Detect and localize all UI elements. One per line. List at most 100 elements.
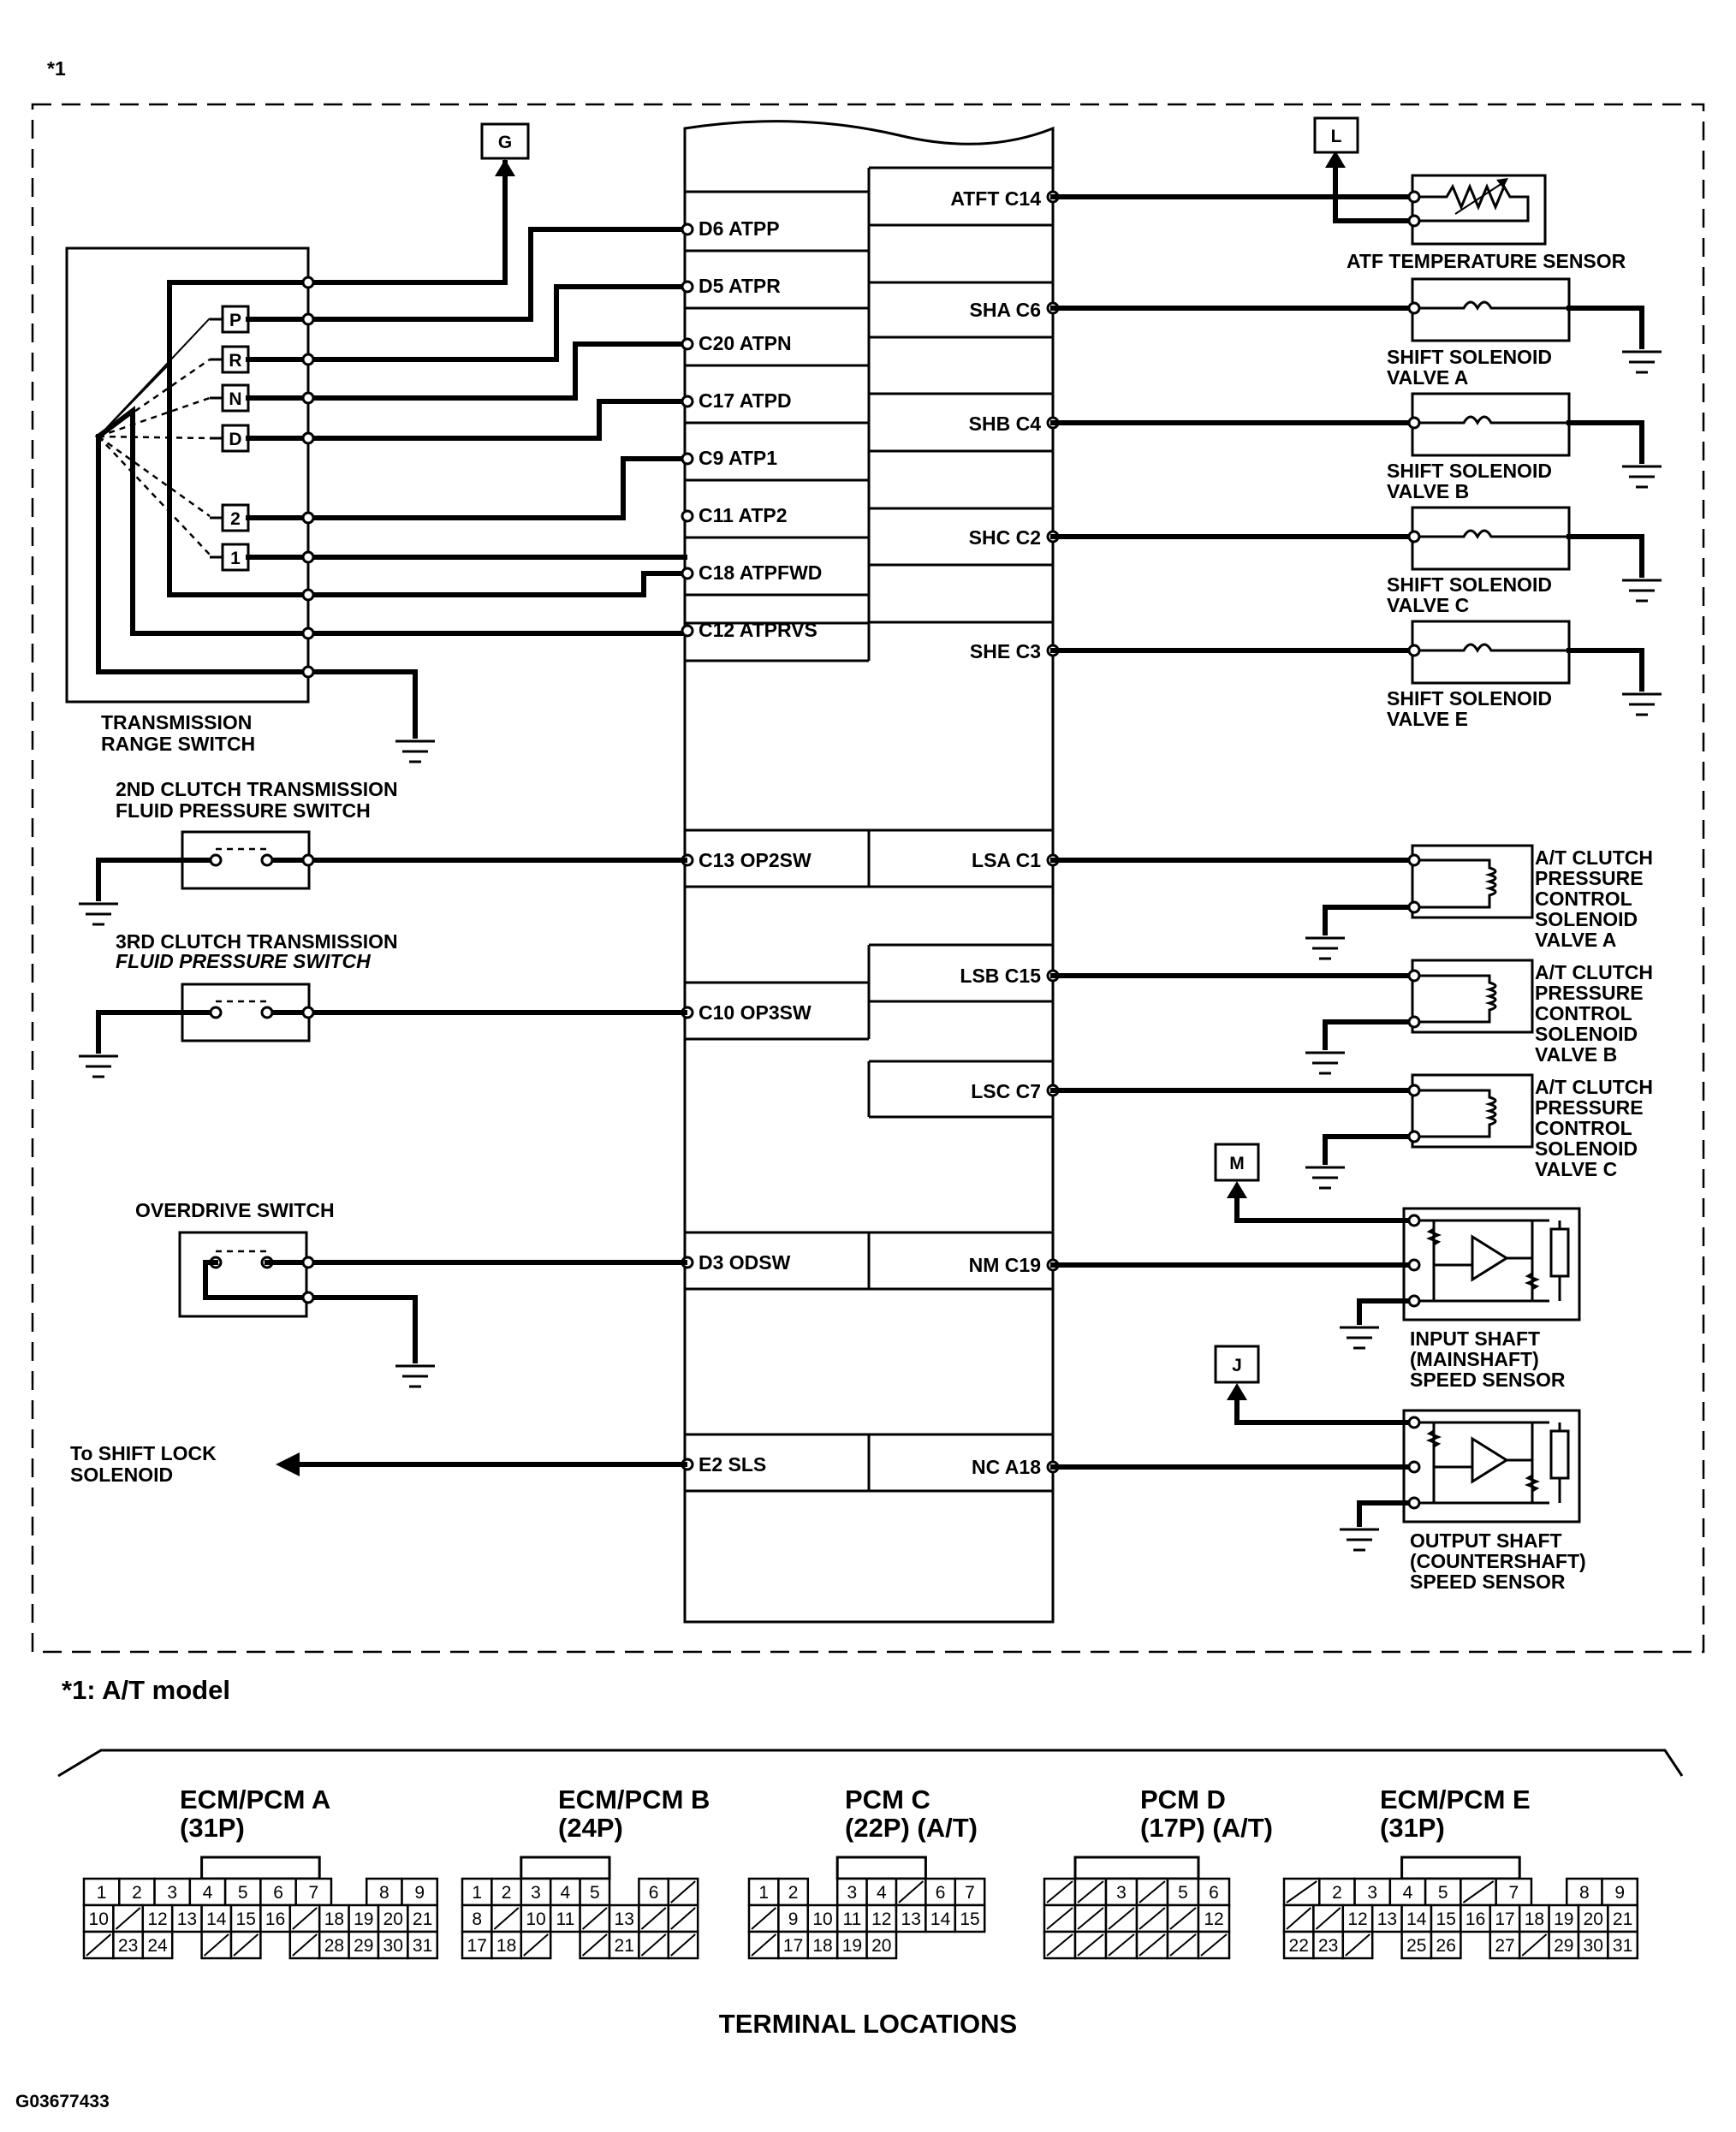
terminal-number: 18: [496, 1936, 516, 1956]
input-shaft-speed-sensor: INPUT SHAFT (MAINSHAFT) SPEED SENSOR: [1050, 1196, 1581, 1391]
range-p: P: [229, 311, 241, 330]
shift-lock-output: To SHIFT LOCK SOLENOID: [70, 1442, 687, 1486]
pc-solenoid-c: A/T CLUTCH PRESSURE CONTROL SOLENOID VAL…: [1050, 1073, 1653, 1190]
terminal-number: 29: [354, 1936, 373, 1956]
terminal-number: 9: [788, 1909, 799, 1929]
pc-b-label-4: SOLENOID: [1535, 1023, 1638, 1045]
terminal-number: 3: [167, 1883, 177, 1903]
op3-pressure-switch: 3RD CLUTCH TRANSMISSION FLUID PRESSURE S…: [79, 930, 687, 1078]
terminal-number: 25: [1406, 1936, 1426, 1956]
connector-pin-count: (31P): [180, 1813, 245, 1843]
atf-temperature-sensor: ATF TEMPERATURE SENSOR: [1050, 165, 1626, 272]
range-switch-wires: [306, 160, 687, 739]
pin-c20-atpn: C20 ATPN: [699, 332, 792, 354]
terminal-number: 20: [383, 1909, 403, 1929]
terminal-number: 15: [960, 1909, 979, 1929]
terminal-number: 30: [383, 1936, 403, 1956]
pc-solenoid-b: A/T CLUTCH PRESSURE CONTROL SOLENOID VAL…: [1050, 959, 1653, 1075]
terminal-number: 6: [649, 1883, 659, 1903]
terminal-number: 24: [147, 1936, 168, 1956]
pin-lsb-c15: LSB C15: [960, 965, 1041, 987]
terminal-number: 6: [936, 1883, 946, 1903]
pin-c11-atp2: C11 ATP2: [699, 504, 788, 526]
ecm-pcm-block: D6 ATPP D5 ATPR C20 ATPN C17 ATPD C9 ATP…: [683, 120, 1055, 1624]
pin-d5-atpr: D5 ATPR: [699, 275, 781, 297]
connector-name: ECM/PCM B: [558, 1785, 710, 1814]
terminal-number: 8: [1579, 1883, 1590, 1903]
pin-e2-sls: E2 SLS: [699, 1453, 766, 1476]
pc-a-label-2: PRESSURE: [1535, 867, 1644, 889]
terminal-number: 26: [1436, 1936, 1456, 1956]
terminal-number: 17: [467, 1936, 487, 1956]
terminal-number: 9: [1614, 1883, 1625, 1903]
connector-key-m: M: [1229, 1154, 1245, 1173]
terminal-number: 14: [206, 1909, 227, 1929]
terminal-number: 3: [531, 1883, 541, 1903]
terminal-number: 13: [1377, 1909, 1397, 1929]
pc-solenoid-a: A/T CLUTCH PRESSURE CONTROL SOLENOID VAL…: [1050, 844, 1653, 960]
terminal-number: 2: [502, 1883, 512, 1903]
terminal-number: 3: [1367, 1883, 1377, 1903]
op2-label-2: FLUID PRESSURE SWITCH: [116, 799, 371, 822]
figure-code: G03677433: [15, 2092, 110, 2111]
terminal-number: 21: [615, 1936, 634, 1956]
terminal-number: 7: [965, 1883, 975, 1903]
shift-solenoid-a: SHIFT SOLENOID VALVE A: [1050, 277, 1662, 389]
terminal-number: 4: [1403, 1883, 1413, 1903]
output-label-1: OUTPUT SHAFT: [1410, 1529, 1562, 1552]
terminal-number: 5: [1438, 1883, 1448, 1903]
terminal-number: 13: [177, 1909, 197, 1929]
pin-shb-c4: SHB C4: [969, 413, 1042, 435]
sol-c-label-2: VALVE C: [1387, 594, 1469, 616]
terminal-number: 2: [788, 1883, 799, 1903]
terminal-number: 20: [871, 1936, 891, 1956]
terminal-number: 13: [615, 1909, 634, 1929]
connector-name: PCM D: [1140, 1785, 1226, 1814]
input-label-2: (MAINSHAFT): [1410, 1348, 1539, 1370]
output-shaft-speed-sensor: OUTPUT SHAFT (COUNTERSHAFT) SPEED SENSOR: [1050, 1398, 1586, 1593]
shift-lock-label-1: To SHIFT LOCK: [70, 1442, 217, 1464]
pin-c13-op2sw: C13 OP2SW: [699, 849, 812, 871]
at-model-boundary: [31, 103, 1705, 1654]
connector-pin-count: (17P) (A/T): [1140, 1813, 1273, 1843]
terminal-number: 12: [147, 1909, 167, 1929]
terminal-number: 1: [472, 1883, 482, 1903]
terminal-number: 2: [132, 1883, 142, 1903]
sol-a-label-1: SHIFT SOLENOID: [1387, 346, 1552, 368]
terminal-number: 23: [118, 1936, 138, 1956]
terminal-number: 17: [1495, 1909, 1514, 1929]
terminal-number: 5: [238, 1883, 248, 1903]
sol-e-label-1: SHIFT SOLENOID: [1387, 687, 1552, 710]
connector-pin-count: (22P) (A/T): [845, 1813, 978, 1843]
terminal-number: 4: [561, 1883, 571, 1903]
terminal-number: 10: [526, 1909, 545, 1929]
terminal-number: 28: [324, 1936, 344, 1956]
terminal-number: 19: [842, 1936, 862, 1956]
terminal-number: 22: [1289, 1936, 1309, 1956]
range-1: 1: [230, 549, 241, 568]
connector-name: PCM C: [845, 1785, 930, 1814]
pc-b-label-2: PRESSURE: [1535, 982, 1644, 1004]
terminal-number: 27: [1495, 1936, 1514, 1956]
connector-name: ECM/PCM E: [1380, 1785, 1531, 1814]
pc-b-label-3: CONTROL: [1535, 1002, 1632, 1024]
input-label-3: SPEED SENSOR: [1410, 1369, 1566, 1391]
terminal-number: 31: [413, 1936, 432, 1956]
terminal-number: 1: [97, 1883, 107, 1903]
terminal-number: 14: [930, 1909, 951, 1929]
terminal-number: 3: [1116, 1883, 1127, 1903]
terminal-number: 6: [273, 1883, 283, 1903]
op3-label-1: 3RD CLUTCH TRANSMISSION: [116, 930, 398, 953]
arrow-to-g: [495, 159, 515, 176]
pin-sha-c6: SHA C6: [970, 299, 1042, 321]
pc-a-label-3: CONTROL: [1535, 888, 1632, 910]
overdrive-switch: OVERDRIVE SWITCH: [135, 1199, 687, 1388]
star-note: *1: [47, 57, 66, 80]
shift-lock-label-2: SOLENOID: [70, 1464, 173, 1486]
range-switch-label-1: TRANSMISSION: [101, 711, 252, 733]
pc-a-label-4: SOLENOID: [1535, 908, 1638, 930]
